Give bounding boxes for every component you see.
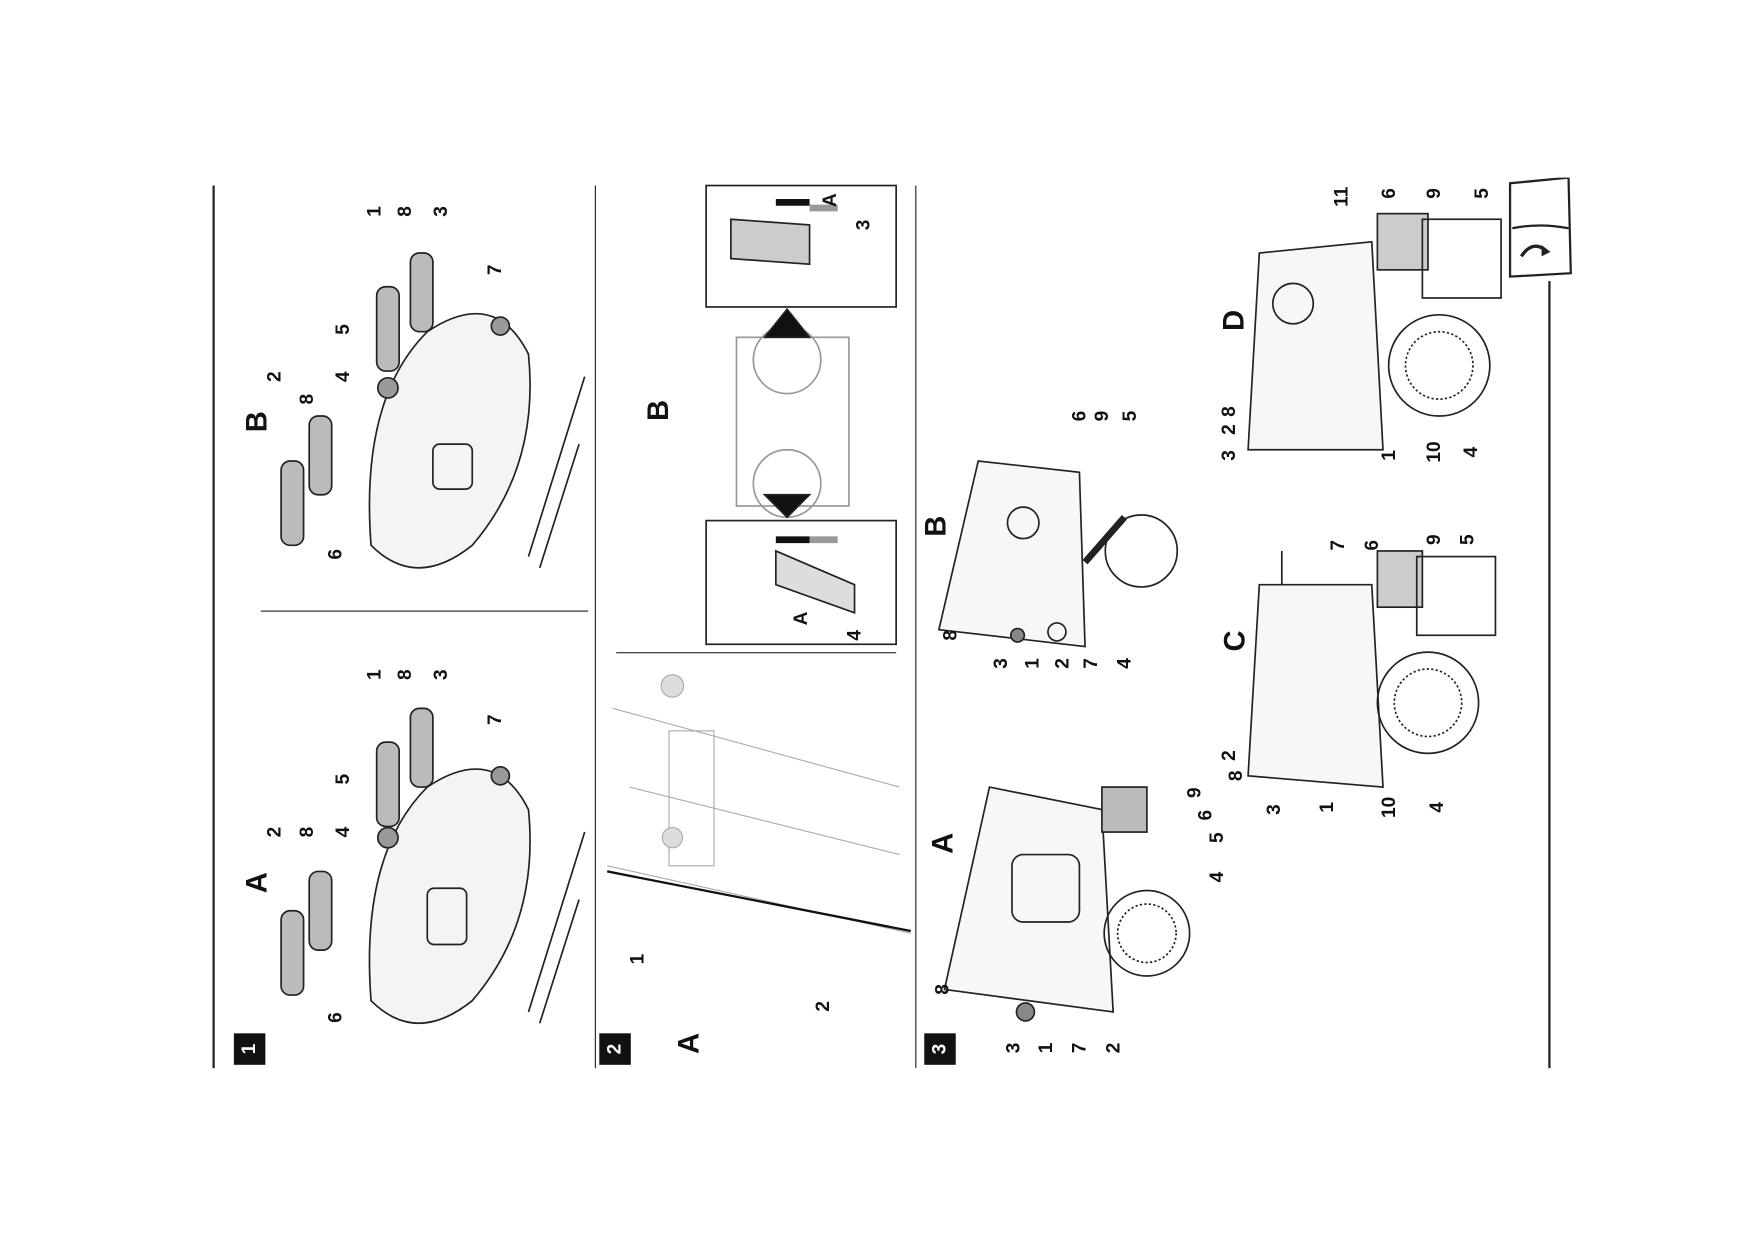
callout: 4 — [332, 371, 354, 382]
callout: 8 — [931, 984, 953, 995]
callout: 3 — [990, 658, 1012, 669]
callout: 8 — [296, 826, 318, 838]
callout: 2 — [1102, 1042, 1124, 1054]
callout: 4 — [1113, 658, 1136, 669]
section-divider-2-3 — [915, 185, 917, 1069]
figure-label: B — [640, 399, 675, 421]
callout: 6 — [1377, 188, 1400, 199]
callout: 7 — [484, 714, 506, 725]
callout: 2 — [1051, 658, 1074, 669]
callout: 6 — [324, 1012, 346, 1023]
callout: 1 — [1316, 801, 1338, 813]
engine-drawing-c — [1247, 550, 1497, 789]
callout: 1 — [1021, 658, 1043, 669]
figure-label: B — [918, 515, 953, 537]
cable-drawing — [606, 870, 911, 933]
figure-label: C — [1217, 630, 1252, 652]
callout: 10 — [1422, 441, 1445, 463]
callout: 2 — [263, 826, 286, 838]
callout: 4 — [843, 629, 866, 641]
callout: 3 — [430, 206, 452, 217]
callout: A — [789, 611, 812, 626]
callout: 6 — [324, 549, 346, 560]
callout: 6 — [1068, 410, 1091, 422]
callout: 6 — [1361, 540, 1383, 551]
adjustment-drawing — [705, 184, 897, 646]
callout: 5 — [1119, 410, 1141, 422]
section-number-3: 3 — [924, 1033, 956, 1065]
callout: 5 — [1205, 832, 1228, 844]
callout: 9 — [1422, 188, 1445, 199]
callout: 5 — [332, 324, 354, 335]
callout: 9 — [1183, 787, 1205, 799]
callout: 5 — [332, 773, 354, 785]
callout: 2 — [812, 1001, 834, 1012]
left-border-line — [212, 185, 215, 1069]
figure-divider-2 — [616, 652, 897, 654]
callout: 8 — [296, 393, 318, 405]
callout: 4 — [1460, 446, 1482, 458]
callout: 4 — [1426, 801, 1448, 813]
callout: 8 — [394, 669, 416, 680]
callout: 3 — [1218, 450, 1240, 461]
callout: 3 — [1002, 1042, 1024, 1054]
callout: 8 — [394, 206, 416, 217]
section-number-text: 2 — [603, 1043, 626, 1055]
figure-label: B — [239, 411, 274, 433]
figure-label: A — [671, 1032, 705, 1055]
engine-drawing-a — [943, 786, 1191, 1022]
callout: 9 — [1091, 410, 1113, 422]
callout: 1 — [363, 669, 386, 680]
figure-divider-1 — [260, 610, 589, 612]
callout: 11 — [1330, 186, 1353, 207]
callout: 1 — [363, 206, 386, 217]
frame-drawing — [607, 674, 911, 934]
section-number-1: 1 — [233, 1033, 266, 1065]
callout: 4 — [1205, 871, 1228, 883]
callout: 5 — [1471, 188, 1493, 199]
callout: 3 — [430, 669, 452, 680]
callout: 2 — [263, 371, 286, 382]
callout: 7 — [484, 264, 506, 276]
figure-label: A — [925, 832, 960, 854]
control-panel-drawing-b — [280, 252, 586, 569]
control-panel-drawing-a — [280, 707, 586, 1025]
callout: 5 — [1456, 534, 1479, 546]
callout: 8 — [1218, 406, 1240, 417]
right-border-line — [1548, 281, 1551, 1069]
callout: 7 — [1079, 658, 1102, 669]
callout: 7 — [1068, 1042, 1091, 1054]
section-divider-1-2 — [594, 185, 596, 1069]
callout: 3 — [852, 219, 875, 231]
section-number-2: 2 — [599, 1033, 631, 1065]
engine-drawing-d — [1247, 212, 1502, 451]
callout: 4 — [332, 826, 354, 838]
section-number-text: 3 — [928, 1043, 951, 1055]
section-number-text: 1 — [238, 1043, 260, 1055]
callout: 6 — [1194, 809, 1217, 821]
callout: 1 — [1377, 450, 1400, 461]
callout: 8 — [939, 629, 961, 641]
callout: 9 — [1422, 534, 1445, 546]
callout: 7 — [1327, 540, 1349, 551]
callout: 2 — [1218, 750, 1240, 761]
callout: 8 — [1225, 770, 1247, 782]
callout: 1 — [626, 953, 649, 965]
figure-label: D — [1216, 309, 1251, 332]
engine-drawing-b — [937, 460, 1179, 648]
callout: 2 — [1218, 424, 1240, 435]
callout: 1 — [1035, 1042, 1057, 1054]
callout: 10 — [1377, 796, 1400, 818]
turn-page-icon — [1508, 177, 1572, 278]
callout: 3 — [1263, 804, 1285, 815]
figure-label: A — [239, 872, 274, 894]
callout: A — [819, 193, 841, 208]
